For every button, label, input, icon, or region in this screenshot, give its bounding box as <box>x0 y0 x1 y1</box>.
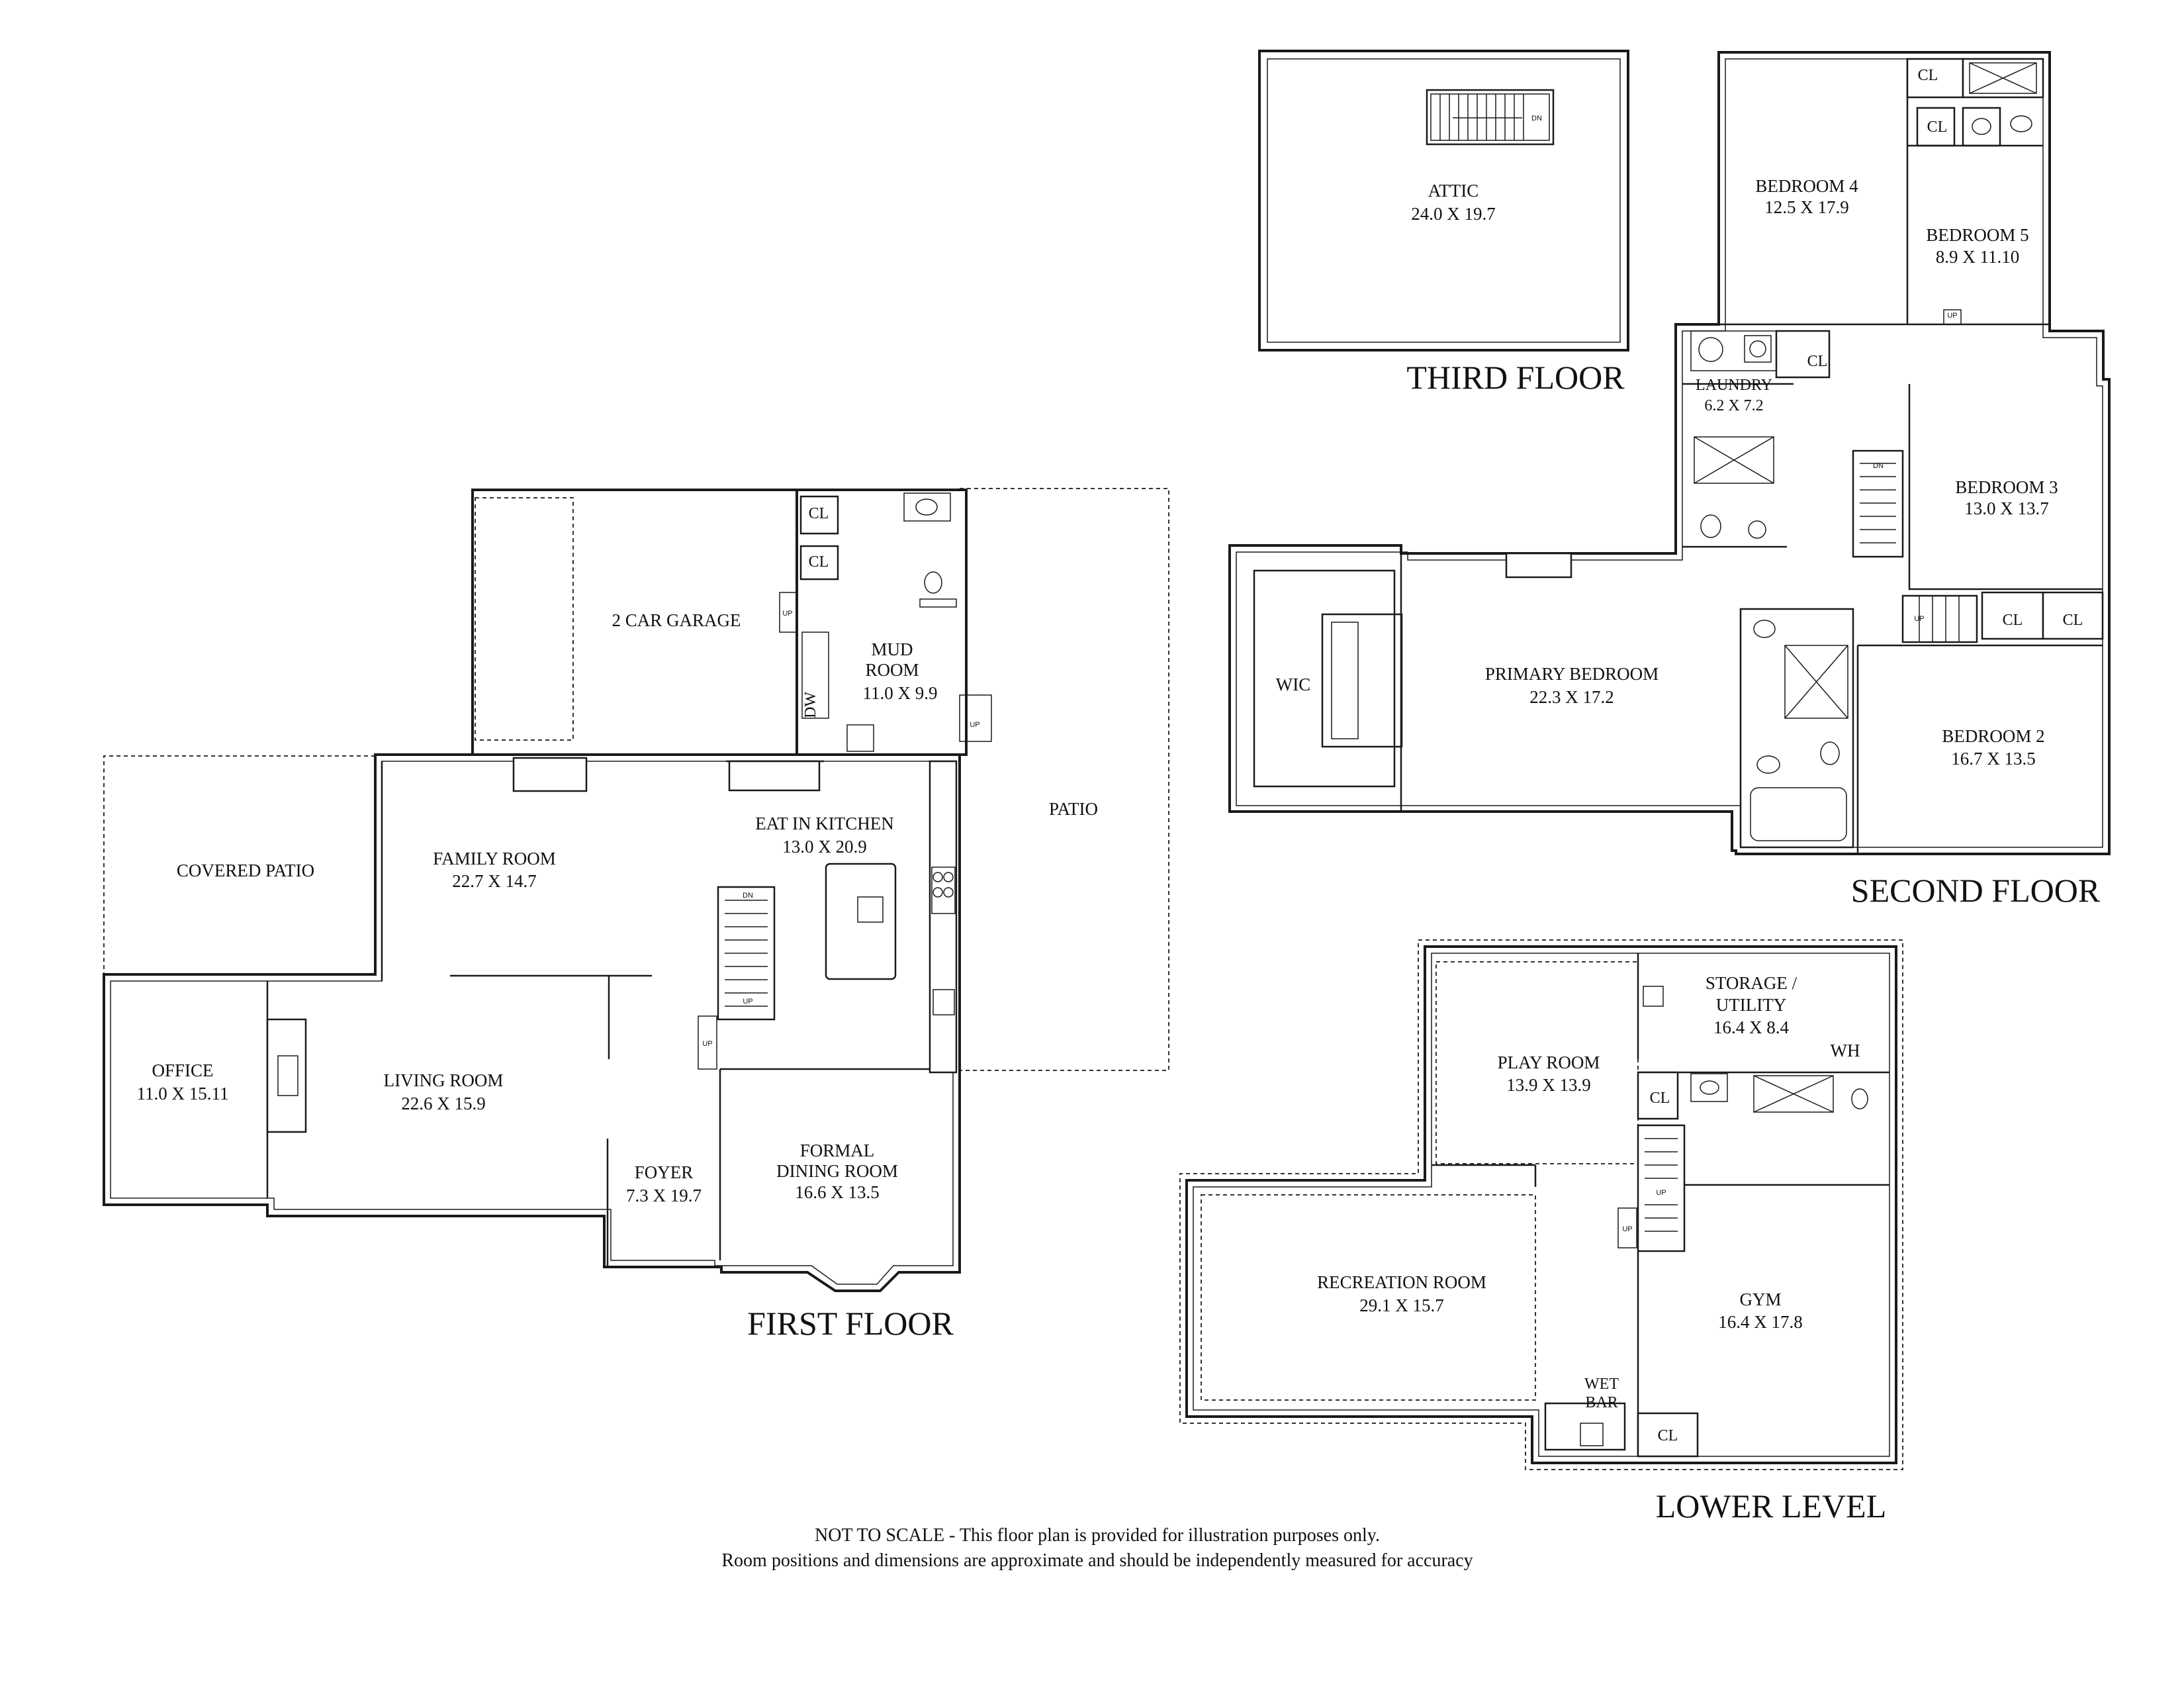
second-stair-up-mark: UP <box>1914 615 1924 623</box>
first-floor-title: FIRST FLOOR <box>747 1305 954 1342</box>
recreation-room-dims: 29.1 X 15.7 <box>1359 1295 1444 1315</box>
kitchen-dims: 13.0 X 20.9 <box>782 837 867 857</box>
bedroom2-label: BEDROOM 2 <box>1942 726 2044 746</box>
water-heater-label: WH <box>1831 1041 1860 1060</box>
lower-closet-label-1: CL <box>1650 1090 1670 1107</box>
dining-room-dims: 16.6 X 13.5 <box>795 1182 880 1202</box>
storage-label-2: UTILITY <box>1716 995 1786 1015</box>
attic-stairs: DN <box>1426 89 1555 146</box>
garage-up-mark: UP <box>782 610 792 618</box>
closet-label-3: CL <box>1807 353 1828 370</box>
mudroom-up-mark: UP <box>970 721 979 729</box>
lower-level-title: LOWER LEVEL <box>1656 1487 1887 1524</box>
wic-label: WIC <box>1276 675 1310 694</box>
garage-label: 2 CAR GARAGE <box>612 610 741 630</box>
closet-label-4: CL <box>2003 612 2023 629</box>
mudroom-dims: 11.0 X 9.9 <box>863 683 938 703</box>
bedroom5-stair-up-mark: UP <box>1947 312 1957 320</box>
dining-room-label-2: DINING ROOM <box>776 1161 898 1181</box>
laundry-label: LAUNDRY <box>1696 377 1772 394</box>
storage-label-1: STORAGE / <box>1706 973 1797 993</box>
closet-label-5: CL <box>2063 612 2083 629</box>
patio-label: PATIO <box>1049 799 1098 819</box>
wet-bar-label-2: BAR <box>1585 1394 1617 1411</box>
first-floor-plan: UP UP <box>103 488 1169 1342</box>
play-room-dims: 13.9 X 13.9 <box>1506 1075 1591 1095</box>
bedroom2-dims: 16.7 X 13.5 <box>1951 749 2036 769</box>
gym-dims: 16.4 X 17.8 <box>1718 1312 1803 1332</box>
play-room-label: PLAY ROOM <box>1498 1053 1600 1072</box>
kitchen-stair-dn-mark: DN <box>743 892 753 900</box>
dining-room-label-1: FORMAL <box>800 1141 875 1160</box>
office-label: OFFICE <box>152 1060 213 1080</box>
disclaimer-line-2: Room positions and dimensions are approx… <box>721 1550 1473 1571</box>
lower-level-plan: UP UP PLAY ROOM 13.9 X 13.9 STORAGE / UT… <box>1179 939 1903 1524</box>
foyer-stair-up-mark: UP <box>702 1040 712 1048</box>
attic-stair-dn-mark: DN <box>1531 115 1542 122</box>
mudroom-label-2: ROOM <box>865 660 919 680</box>
primary-bedroom-dims: 22.3 X 17.2 <box>1529 687 1614 707</box>
foyer-dims: 7.3 X 19.7 <box>626 1186 702 1205</box>
bedroom4-dims: 12.5 X 17.9 <box>1764 197 1849 217</box>
lower-stair-up-mark-1: UP <box>1656 1189 1666 1197</box>
closet-label-1: CL <box>1918 67 1938 84</box>
closet-label-2: CL <box>1927 118 1948 136</box>
bedroom3-label: BEDROOM 3 <box>1955 477 2058 497</box>
mudroom-label-1: MUD <box>871 639 913 659</box>
foyer-label: FOYER <box>635 1162 694 1182</box>
attic-label: ATTIC <box>1428 181 1479 201</box>
living-room-dims: 22.6 X 15.9 <box>401 1094 486 1113</box>
lower-stair-up-mark-2: UP <box>1622 1225 1632 1233</box>
second-floor-title: SECOND FLOOR <box>1851 872 2101 909</box>
recreation-room-label: RECREATION ROOM <box>1317 1272 1486 1292</box>
laundry-dims: 6.2 X 7.2 <box>1704 397 1763 414</box>
covered-patio-label: COVERED PATIO <box>177 861 314 880</box>
living-room-label: LIVING ROOM <box>384 1070 504 1090</box>
disclaimer-line-1: NOT TO SCALE - This floor plan is provid… <box>815 1525 1380 1546</box>
lower-closet-label-2: CL <box>1658 1427 1678 1444</box>
mudroom-closet-label-2: CL <box>809 553 829 571</box>
family-room-dims: 22.7 X 14.7 <box>452 871 537 891</box>
attic-dims: 24.0 X 19.7 <box>1411 204 1496 224</box>
dishwasher-label: DW <box>802 692 819 718</box>
storage-dims: 16.4 X 8.4 <box>1713 1017 1789 1037</box>
bedroom4-label: BEDROOM 4 <box>1755 176 1858 196</box>
second-stair-dn-mark: DN <box>1873 462 1884 470</box>
bedroom3-dims: 13.0 X 13.7 <box>1964 498 2049 518</box>
mudroom-closet-label-1: CL <box>809 505 829 522</box>
kitchen-label: EAT IN KITCHEN <box>755 814 893 833</box>
second-floor-plan: DN UP UP WIC BEDROOM 4 12.5 X 17.9 BEDRO… <box>1228 51 2111 909</box>
primary-bedroom-label: PRIMARY BEDROOM <box>1485 664 1659 684</box>
third-floor-plan: DN ATTIC 24.0 X 19.7 THIRD FLOOR <box>1258 50 1629 396</box>
bedroom5-dims: 8.9 X 11.10 <box>1936 247 2020 267</box>
office-dims: 11.0 X 15.11 <box>137 1084 229 1103</box>
bedroom5-label: BEDROOM 5 <box>1926 225 2028 245</box>
kitchen-stair-up-mark: UP <box>743 998 752 1006</box>
wet-bar-label-1: WET <box>1584 1376 1619 1393</box>
third-floor-title: THIRD FLOOR <box>1406 359 1625 396</box>
family-room-label: FAMILY ROOM <box>433 849 556 868</box>
gym-label: GYM <box>1739 1289 1781 1309</box>
